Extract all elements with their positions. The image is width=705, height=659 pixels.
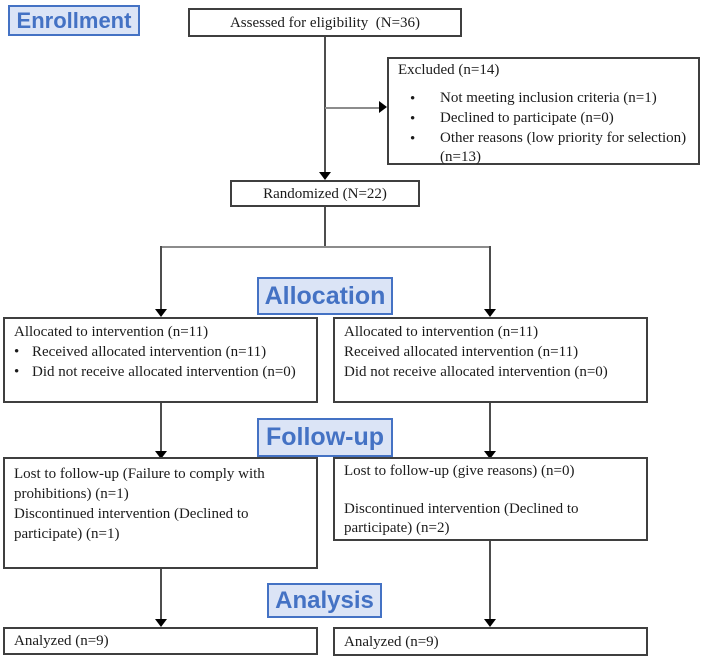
bullet-icon [410,129,440,167]
line-to-excluded [325,107,379,109]
assessed-box: Assessed for eligibility (N=36) [188,8,462,37]
arrowhead-analyzed-left-icon [155,619,167,627]
bullet-icon [410,89,440,109]
bullet-icon [410,109,440,129]
arrowhead-analyzed-right-icon [484,619,496,627]
followup-left-box: Lost to follow-up (Failure to comply wit… [3,457,318,569]
bullet-icon [14,342,32,362]
arrowhead-allocation-right-icon [484,309,496,317]
line-randomized-to-branch [324,207,326,247]
allocation-right-title: Allocated to intervention (n=11) [344,324,539,340]
excluded-bullet-1: Not meeting inclusion criteria (n=1) [398,89,689,109]
stage-label-enrollment: Enrollment [8,5,140,36]
arrowhead-followup-right-icon [484,451,496,459]
allocation-left-bullet-1: Received allocated intervention (n=11) [14,342,307,362]
excluded-bullet-3: Other reasons (low priority for selectio… [398,129,689,167]
line-allocation-to-followup-left [160,403,162,451]
line-branch-horizontal [161,246,491,248]
excluded-bullet-3-text: Other reasons (low priority for selectio… [440,130,687,165]
allocation-right-box: Allocated to intervention (n=11) Receive… [333,317,648,403]
line-allocation-to-followup-right [489,403,491,451]
excluded-box: Excluded (n=14) Not meeting inclusion cr… [387,57,700,165]
allocation-left-title: Allocated to intervention (n=11) [14,324,209,340]
bullet-icon [14,362,32,382]
stage-label-followup: Follow-up [257,418,393,457]
excluded-bullet-2: Declined to participate (n=0) [398,109,689,129]
arrowhead-followup-left-icon [155,451,167,459]
line-assessed-to-randomized [324,37,326,173]
analyzed-left-box: Analyzed (n=9) [3,627,318,655]
line-followup-to-analysis-left [160,569,162,619]
allocation-left-bullet-2-text: Did not receive allocated intervention (… [32,364,296,380]
followup-left-paragraph-2: Discontinued intervention (Declined to p… [14,506,249,542]
followup-right-box: Lost to follow-up (give reasons) (n=0) D… [333,457,648,541]
line-branch-to-allocation-left [160,246,162,309]
allocation-right-line-1: Received allocated intervention (n=11) [344,344,579,360]
randomized-box: Randomized (N=22) [230,180,420,207]
followup-right-paragraph-1: Lost to follow-up (give reasons) (n=0) [344,463,575,479]
arrowhead-randomized-icon [319,172,331,180]
excluded-bullet-2-text: Declined to participate (n=0) [440,110,614,126]
allocation-left-bullet-1-text: Received allocated intervention (n=11) [32,344,267,360]
arrowhead-excluded-icon [379,101,387,113]
followup-right-paragraph-2: Discontinued intervention (Declined to p… [344,501,579,536]
analyzed-right-box: Analyzed (n=9) [333,627,648,656]
excluded-title: Excluded (n=14) [398,62,500,78]
allocation-left-bullet-2: Did not receive allocated intervention (… [14,362,307,382]
arrowhead-allocation-left-icon [155,309,167,317]
allocation-right-line-2: Did not receive allocated intervention (… [344,364,608,380]
allocation-left-box: Allocated to intervention (n=11) Receive… [3,317,318,403]
line-followup-to-analysis-right [489,541,491,619]
followup-left-paragraph-1: Lost to follow-up (Failure to comply wit… [14,466,265,502]
stage-label-allocation: Allocation [257,277,393,315]
excluded-bullet-1-text: Not meeting inclusion criteria (n=1) [440,90,657,106]
line-branch-to-allocation-right [489,246,491,309]
stage-label-analysis: Analysis [267,583,382,618]
